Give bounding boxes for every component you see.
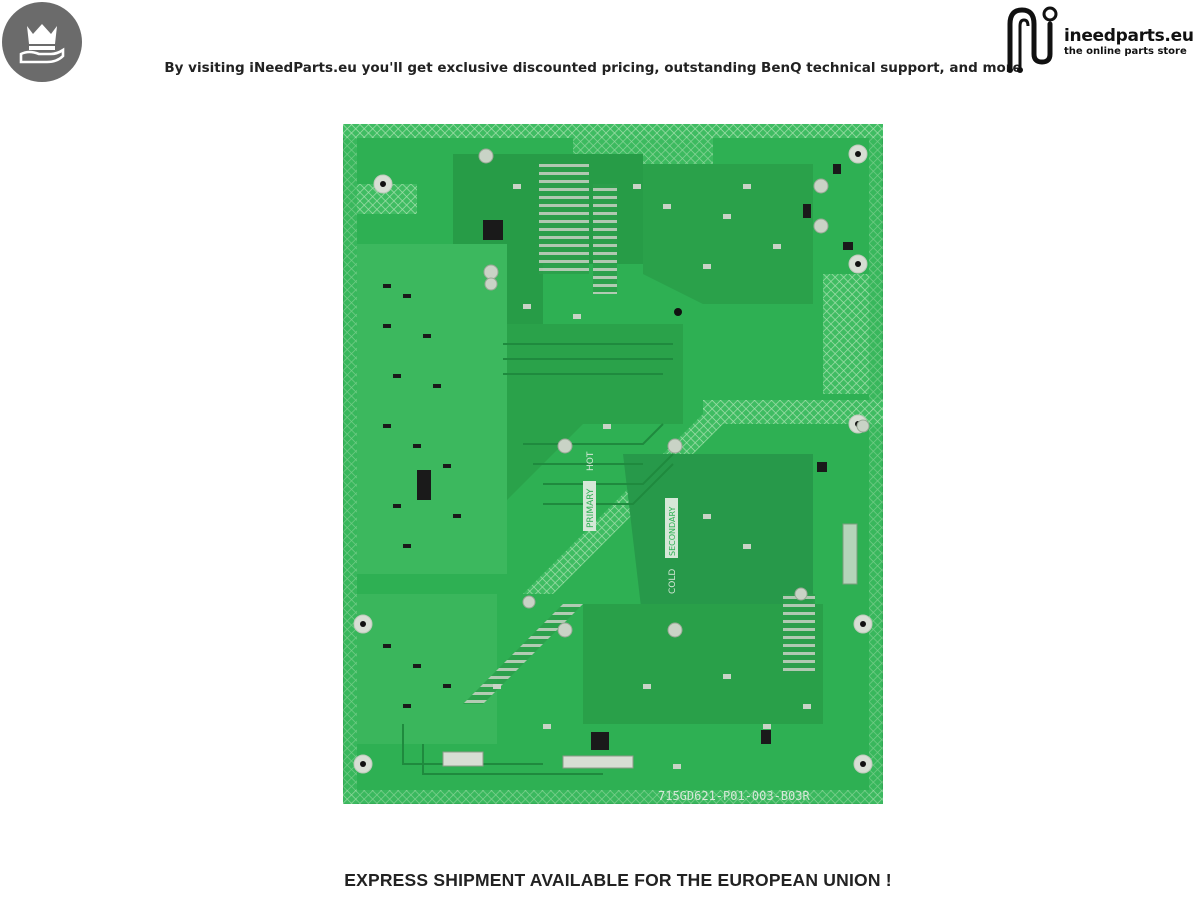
brand-logo[interactable]: ineedparts.eu the online parts store: [1002, 2, 1198, 76]
shipping-notice: EXPRESS SHIPMENT AVAILABLE FOR THE EUROP…: [344, 870, 892, 890]
pcb-secondary-label: SECONDARY: [668, 506, 677, 556]
badge: [2, 2, 82, 82]
logo-subtitle: the online parts store: [1064, 46, 1187, 57]
circuit-n-logo-icon: [1007, 6, 1058, 73]
header-tagline: By visiting iNeedParts.eu you'll get exc…: [164, 60, 1022, 76]
pcb-primary-label: PRIMARY: [586, 488, 596, 528]
pcb-hot-label: HOT: [586, 451, 596, 471]
pcb-cold-label: COLD: [668, 569, 678, 594]
logo-name: ineedparts.eu: [1064, 26, 1194, 46]
crown-on-hand-icon: [19, 24, 65, 64]
pcb-board-photo: 715GD621-P01-003-B03R PRIMARY HOT COLD S…: [343, 124, 883, 804]
pcb-part-number: 715GD621-P01-003-B03R: [658, 789, 810, 803]
